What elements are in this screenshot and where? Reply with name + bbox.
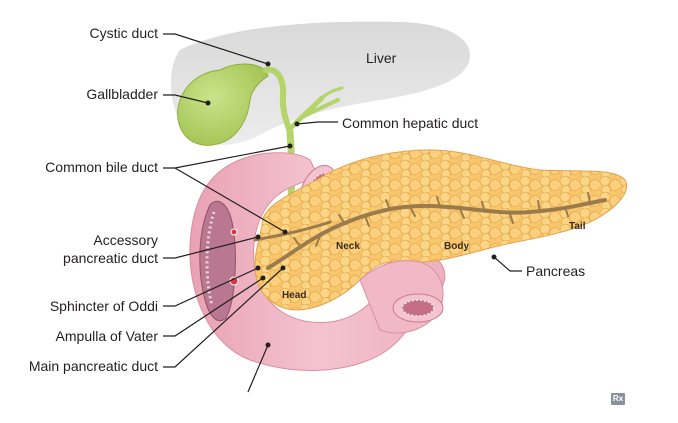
label-ampulla-of-vater: Ampulla of Vater [55,328,158,344]
label-common-hepatic-duct: Common hepatic duct [342,115,479,131]
pancreas-shape [254,149,627,311]
label-sphincter-of-oddi: Sphincter of Oddi [49,298,158,314]
label-tail: Tail [569,221,586,232]
label-common-bile-duct: Common bile duct [45,159,158,175]
label-gallbladder: Gallbladder [86,86,158,102]
main-pancreatic-duct-shape [266,198,607,270]
label-accessory-line1: Accessory [93,232,158,248]
accessory-pancreatic-duct-shape [253,220,332,242]
label-cystic-duct: Cystic duct [89,25,158,41]
label-neck: Neck [336,241,360,252]
cystic-duct-shape [263,66,293,135]
leader-lines [163,33,522,393]
rx-icon: Rx [611,393,625,405]
label-liver: Liver [366,50,397,66]
label-head: Head [282,290,307,301]
label-accessory-line2: pancreatic duct [63,250,158,266]
label-body: Body [444,241,469,252]
label-main-pancreatic-duct: Main pancreatic duct [28,358,158,374]
label-pancreas: Pancreas [526,263,586,279]
gallbladder-shape [177,63,269,146]
